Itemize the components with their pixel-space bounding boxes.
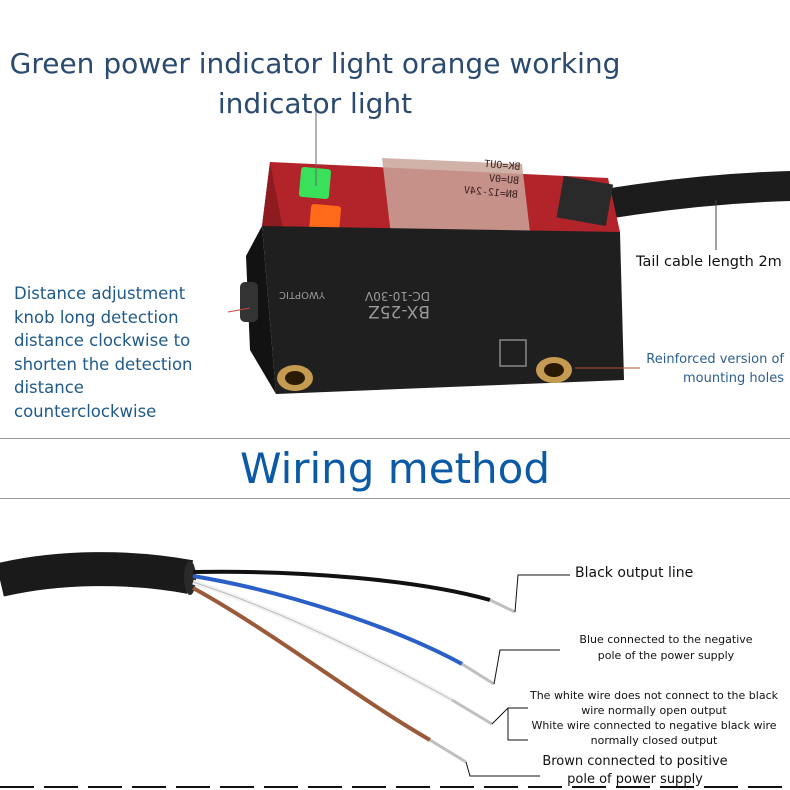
- white-label-line: The white wire does not connect to the b…: [529, 689, 778, 702]
- distance-adjust-knob: [240, 282, 258, 322]
- left-label-line: shorten the detection: [14, 354, 193, 374]
- print-side-c: BU=0V: [489, 173, 520, 187]
- divider-bottom: [0, 498, 790, 499]
- black-wire: [192, 569, 491, 602]
- wiring-method-title: Wiring method: [239, 444, 551, 493]
- print-brand: YWOPTIC: [279, 289, 326, 300]
- mounting-holes-label: Reinforced version of mounting holes: [600, 350, 784, 388]
- blue-wire-label: Blue connected to the negative pole of t…: [560, 632, 772, 664]
- left-label-line: counterclockwise: [14, 401, 157, 421]
- wiring-cable-sheath: [0, 552, 194, 597]
- holes-label-line: mounting holes: [682, 371, 784, 386]
- white-label-line: White wire connected to negative black w…: [531, 719, 777, 732]
- print-side-b: BK=OUT: [484, 159, 521, 173]
- white-label-line: wire normally open output: [581, 704, 727, 717]
- brown-wire: [192, 586, 431, 742]
- distance-adjustment-label: Distance adjustment knob long detection …: [14, 282, 244, 423]
- brown-wire-label: Brown connected to positive pole of powe…: [530, 753, 740, 789]
- left-label-line: distance: [14, 378, 84, 397]
- tail-cable-label: Tail cable length 2m: [636, 254, 782, 270]
- divider-top: [0, 438, 790, 439]
- print-side-d: BN=12-24V: [463, 185, 518, 201]
- green-power-led: [298, 166, 332, 200]
- left-label-line: knob long detection: [14, 307, 179, 327]
- holes-label-line: Reinforced version of: [646, 352, 784, 367]
- caption-line-1: Green power indicator light orange worki…: [9, 47, 621, 80]
- brown-label-line: Brown connected to positive: [542, 754, 728, 769]
- sensor-label-plate: [382, 158, 530, 244]
- print-voltage: DC-10-30V: [364, 289, 430, 303]
- white-wire-label: The white wire does not connect to the b…: [528, 688, 780, 748]
- caption-line-2: indicator light: [217, 87, 413, 120]
- tail-cable: [585, 171, 790, 220]
- blue-label-line: Blue connected to the negative: [579, 633, 753, 646]
- indicator-light-caption: Green power indicator light orange worki…: [0, 44, 630, 124]
- white-label-line: normally closed output: [590, 734, 718, 747]
- blue-label-line: pole of the power supply: [597, 649, 735, 662]
- left-label-line: Distance adjustment: [14, 284, 186, 303]
- sensor-black-body: [262, 226, 624, 394]
- black-wire-label: Black output line: [575, 565, 694, 581]
- brown-label-line: pole of power supply: [567, 772, 703, 787]
- blue-wire: [192, 574, 463, 666]
- left-label-line: distance clockwise to: [14, 331, 191, 350]
- print-model: BX-25Z: [368, 301, 430, 321]
